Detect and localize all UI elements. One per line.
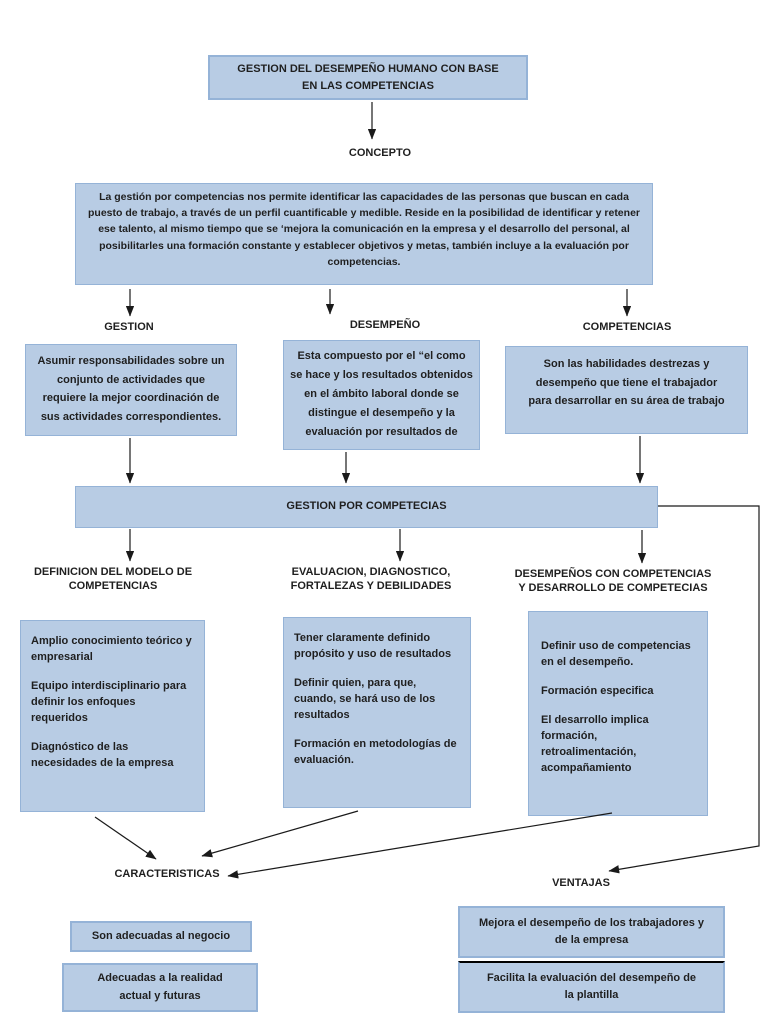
concepto-text: La gestión por competencias nos permite … [88, 191, 640, 268]
pillar-label-definicion: DEFINICION DEL MODELO DE COMPETENCIAS [33, 566, 193, 593]
branch-label-desempeno: DESEMPEÑO [349, 319, 421, 331]
ventajas-box-text: Facilita la evaluación del desempeño de … [486, 971, 697, 1001]
arrow-evaluacion-to-caracteristicas [201, 810, 359, 858]
pillar-item: Definir quien, para que, cuando, se hará… [294, 677, 436, 721]
pillar-item: Amplio conocimiento teórico y empresaria… [31, 635, 192, 663]
branch-label-competencias: COMPETENCIAS [582, 321, 672, 333]
branch-box-gestion: Asumir responsabilidades sobre un conjun… [25, 344, 237, 436]
ventajas-label: VENTAJAS [552, 877, 610, 889]
concepto-box: La gestión por competencias nos permite … [75, 183, 653, 285]
pillar-box-evaluacion: Tener claramente definido propósito y us… [283, 617, 471, 808]
ventajas-box-mejora: Mejora el desempeño de los trabajadores … [458, 906, 725, 958]
pillar-item: Formación en metodologías de evaluación. [294, 738, 457, 766]
branch-text-competencias: Son las habilidades destrezas y desempeñ… [528, 358, 725, 407]
hub-label: GESTION POR COMPETECIAS [286, 500, 447, 513]
pillar-item: El desarrollo implica formación, retroal… [541, 714, 649, 774]
ventajas-box-text: Mejora el desempeño de los trabajadores … [479, 916, 704, 946]
caracteristicas-label: CARACTERISTICAS [114, 868, 220, 880]
pillar-item: Diagnóstico de las necesidades de la emp… [31, 741, 174, 769]
title-text: GESTION DEL DESEMPEÑO HUMANO CON BASE EN… [237, 63, 499, 93]
pillar-label-desempenos: DESEMPEÑOS CON COMPETENCIAS Y DESARROLLO… [514, 568, 712, 595]
caracteristicas-box-negocio: Son adecuadas al negocio [70, 921, 252, 952]
pillar-item: Definir uso de competencias en el desemp… [541, 640, 691, 668]
pillar-box-definicion: Amplio conocimiento teórico y empresaria… [20, 620, 205, 812]
caracteristicas-box-realidad: Adecuadas a la realidad actual y futuras [62, 963, 258, 1012]
arrow-definicion-to-caracteristicas [94, 816, 157, 860]
hub-box: GESTION POR COMPETECIAS [75, 486, 658, 528]
concepto-label: CONCEPTO [348, 147, 412, 159]
pillar-label-evaluacion: EVALUACION, DIAGNOSTICO, FORTALEZAS Y DE… [290, 566, 452, 593]
pillar-item: Tener claramente definido propósito y us… [294, 632, 452, 660]
caracteristicas-box-text: Son adecuadas al negocio [91, 929, 231, 942]
branch-box-desempeno: Esta compuesto por el “el como se hace y… [283, 340, 480, 450]
branch-text-desempeno: Esta compuesto por el “el como se hace y… [290, 350, 473, 438]
pillar-item: Formación especifica [541, 685, 654, 697]
title-box: GESTION DEL DESEMPEÑO HUMANO CON BASE EN… [208, 55, 528, 100]
branch-label-gestion: GESTION [104, 321, 154, 333]
arrow-desempenos-to-caracteristicas [227, 812, 613, 879]
caracteristicas-box-text: Adecuadas a la realidad actual y futuras [97, 972, 223, 1002]
branch-text-gestion: Asumir responsabilidades sobre un conjun… [37, 355, 225, 423]
pillar-item: Equipo interdisciplinario para definir l… [31, 680, 187, 724]
ventajas-box-facilita: Facilita la evaluación del desempeño de … [458, 961, 725, 1013]
branch-box-competencias: Son las habilidades destrezas y desempeñ… [505, 346, 748, 434]
pillar-box-desempenos: Definir uso de competencias en el desemp… [528, 611, 708, 816]
